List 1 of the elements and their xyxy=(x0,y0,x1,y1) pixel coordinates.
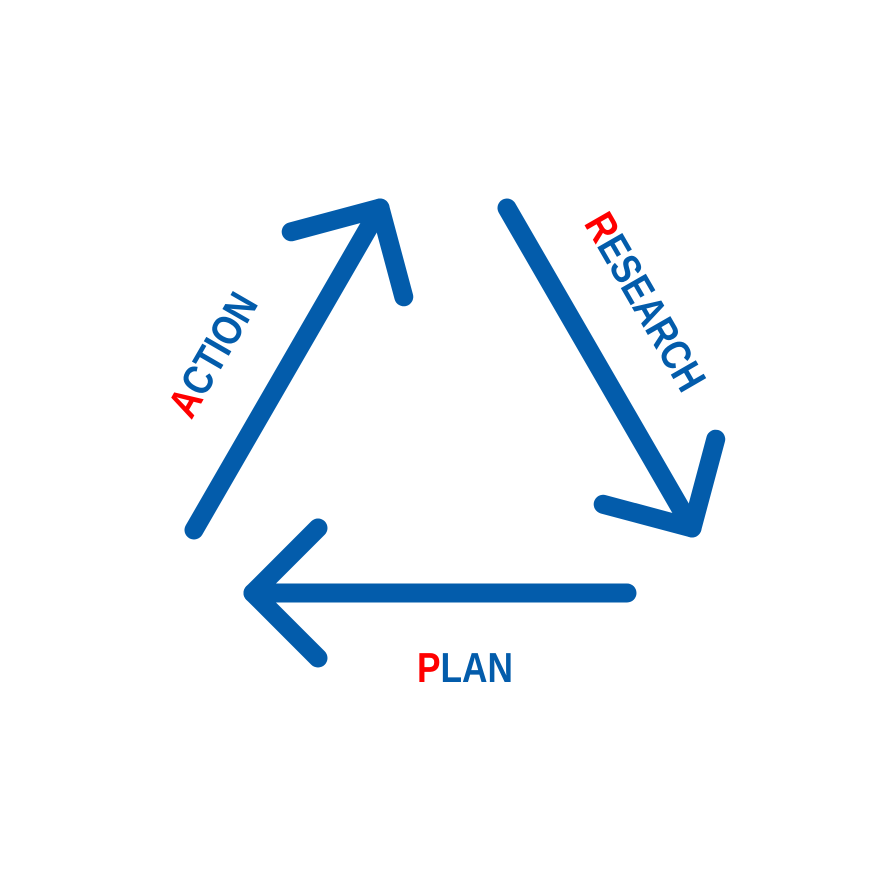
stage-label: PLAN xyxy=(416,647,514,689)
